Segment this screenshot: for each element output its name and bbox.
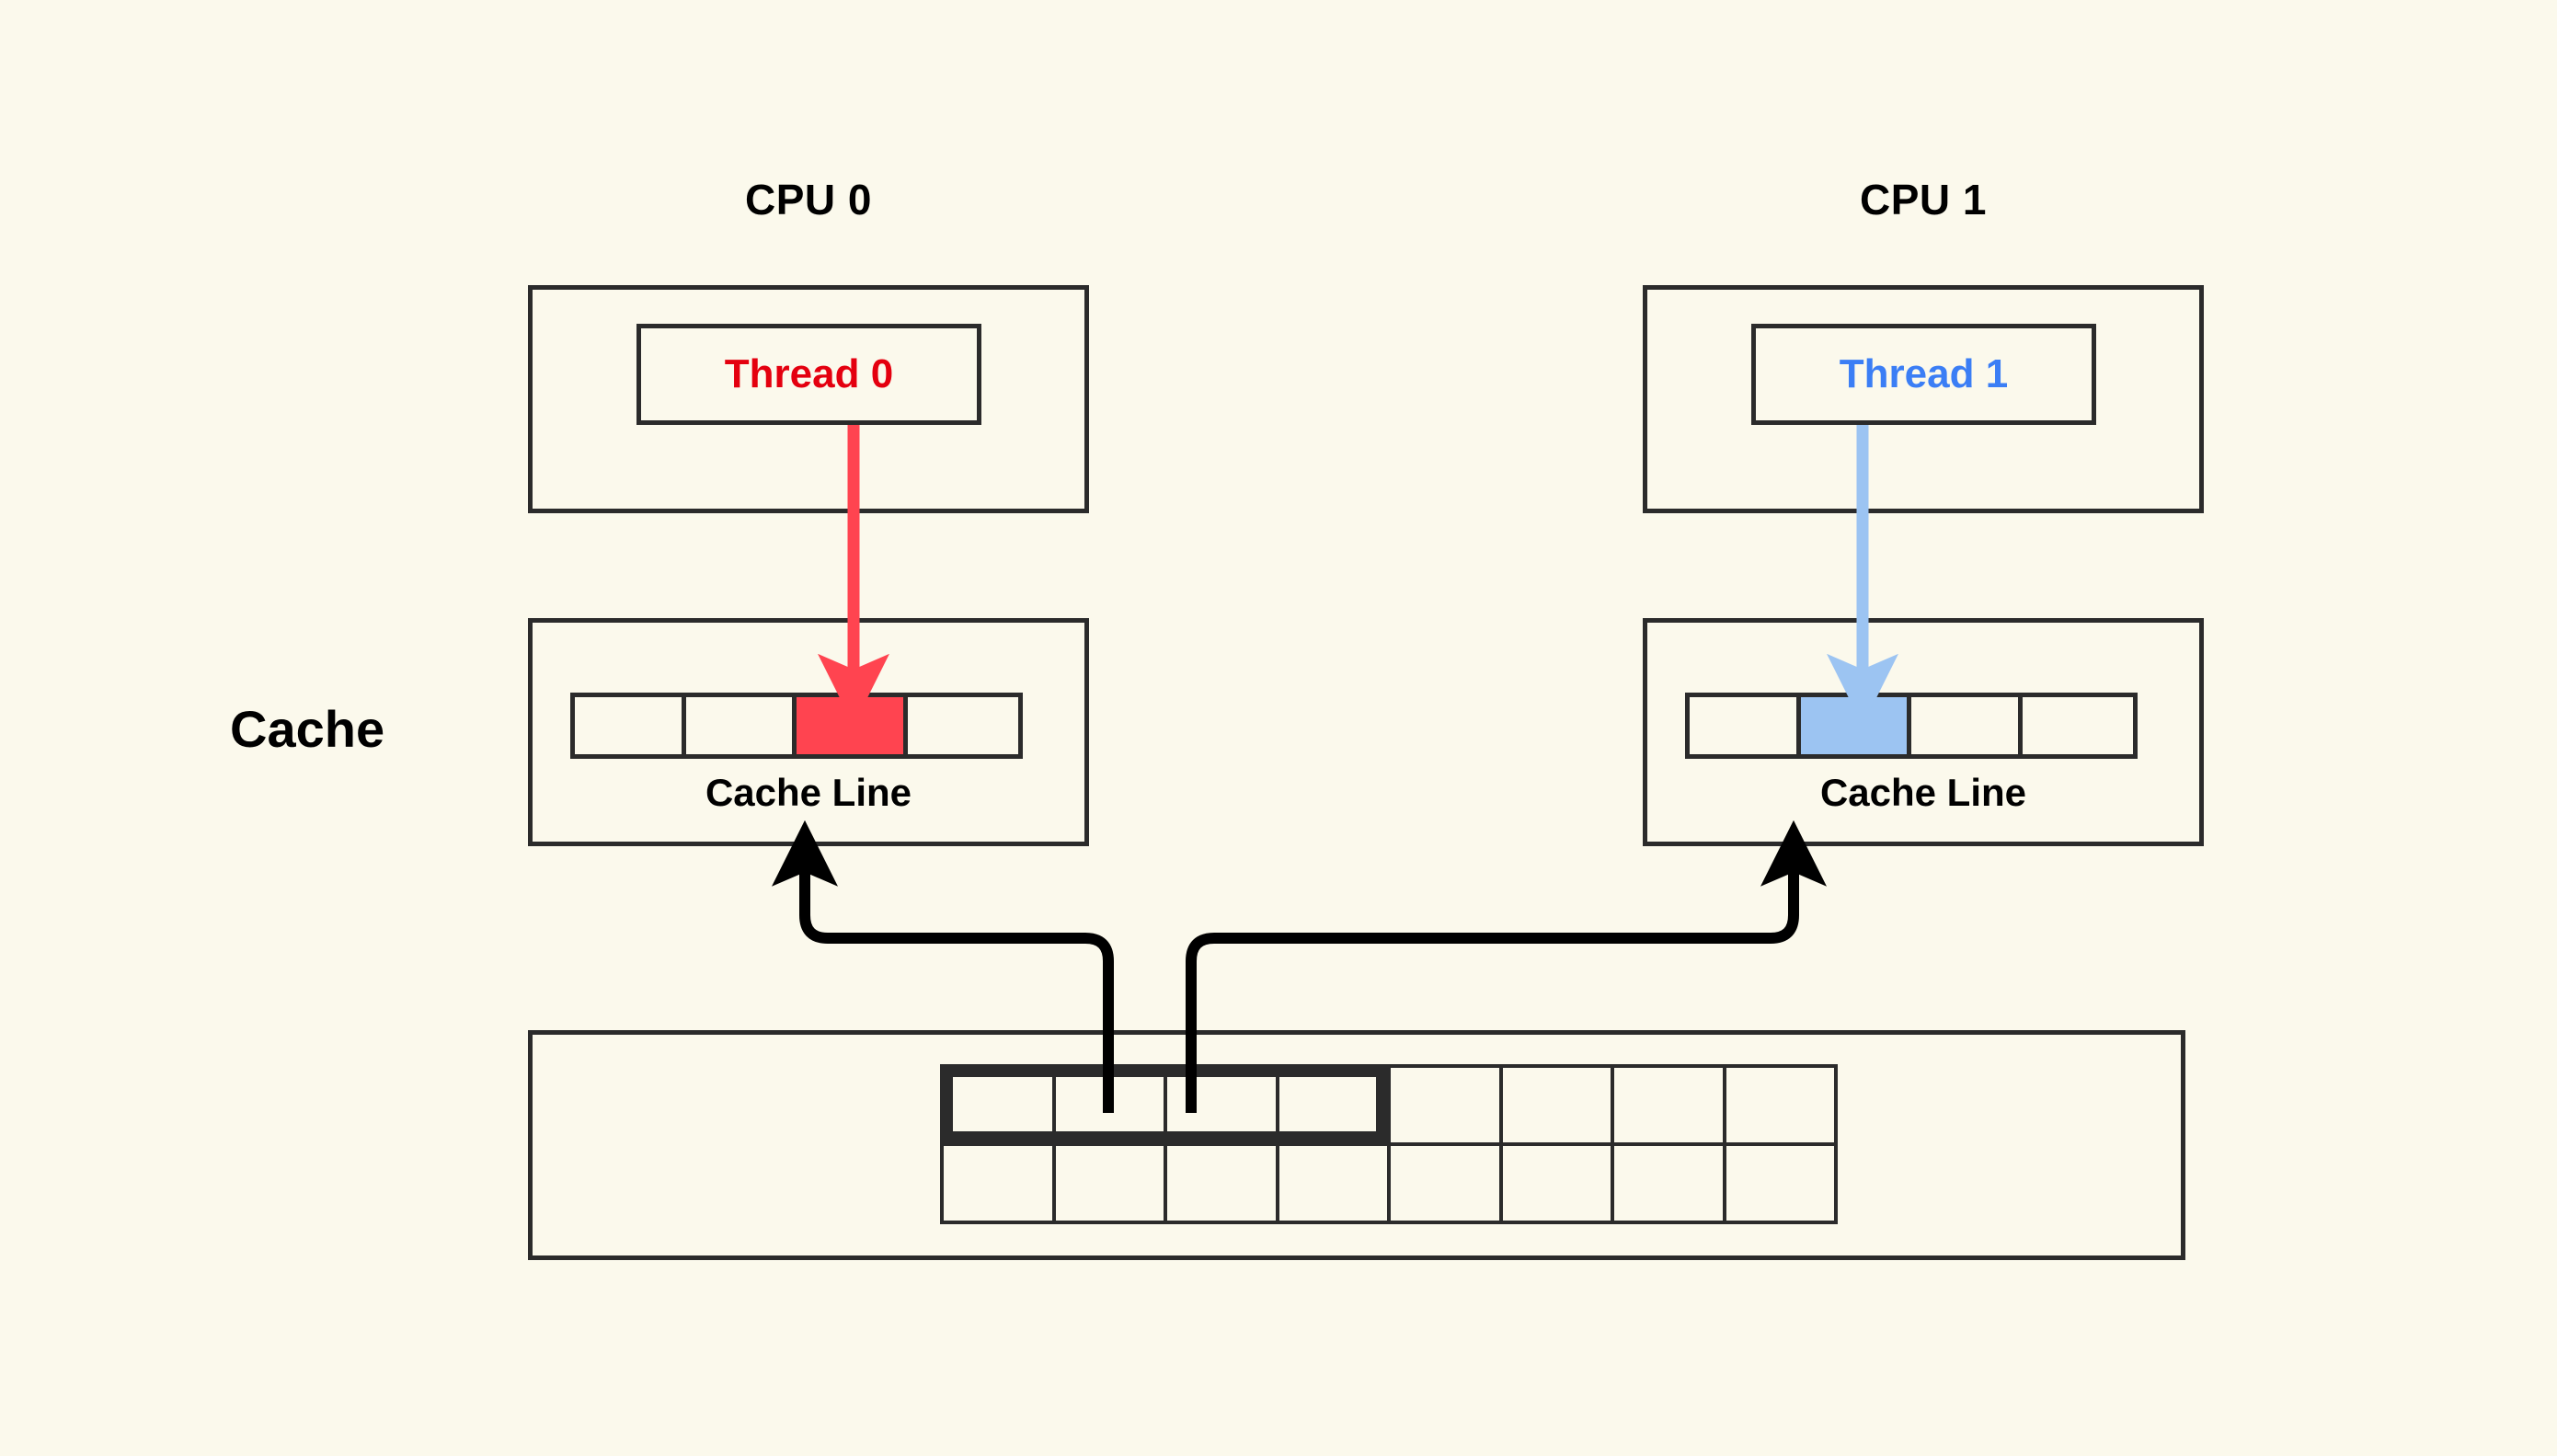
memory-cell[interactable] (1278, 1068, 1391, 1146)
cpu1-box (1643, 285, 2204, 513)
memory-cell[interactable] (1167, 1146, 1279, 1224)
cpu0-cache-cell-2[interactable] (797, 697, 908, 754)
memory-cell[interactable] (1726, 1068, 1838, 1146)
cpu1-cache-cell-0[interactable] (1690, 697, 1801, 754)
cpu0-title: CPU 0 (745, 176, 872, 224)
memory-cell[interactable] (1055, 1068, 1167, 1146)
memory-cell[interactable] (1614, 1068, 1726, 1146)
cpu1-cache-box (1643, 618, 2204, 846)
cpu0-cache-line-label: Cache Line (705, 771, 912, 814)
memory-cell[interactable] (1167, 1068, 1279, 1146)
memory-cell[interactable] (1278, 1146, 1391, 1224)
cpu0-cache-cell-3[interactable] (908, 697, 1019, 754)
memory-cell[interactable] (944, 1068, 1056, 1146)
cache-row-label: Cache (230, 700, 385, 758)
cpu0-cache-cell-0[interactable] (575, 697, 686, 754)
memory-cell[interactable] (1391, 1146, 1503, 1224)
cpu1-cache-cell-3[interactable] (2023, 697, 2134, 754)
memory-cell[interactable] (1502, 1068, 1614, 1146)
thread1-label: Thread 1 (1839, 351, 2009, 396)
cpu0-cache-cell-1[interactable] (686, 697, 797, 754)
memory-cell[interactable] (944, 1146, 1056, 1224)
cpu1-cache-line-label: Cache Line (1819, 771, 2027, 814)
memory-grid (940, 1064, 1838, 1224)
memory-cell[interactable] (1726, 1146, 1838, 1224)
cpu1-title: CPU 1 (1860, 176, 1987, 224)
memory-cell[interactable] (1502, 1146, 1614, 1224)
memory-cell[interactable] (1391, 1068, 1503, 1146)
cpu0-cache-line[interactable] (570, 693, 1023, 759)
thread1-box[interactable]: Thread 1 (1751, 324, 2096, 425)
memory-cell[interactable] (1055, 1146, 1167, 1224)
thread0-label: Thread 0 (724, 351, 894, 396)
cpu1-cache-line[interactable] (1685, 693, 2138, 759)
memory-cell[interactable] (1614, 1146, 1726, 1224)
cpu0-box (528, 285, 1089, 513)
cpu1-cache-cell-1[interactable] (1800, 697, 1911, 754)
cpu1-cache-cell-2[interactable] (1911, 697, 2023, 754)
thread0-box[interactable]: Thread 0 (636, 324, 981, 425)
